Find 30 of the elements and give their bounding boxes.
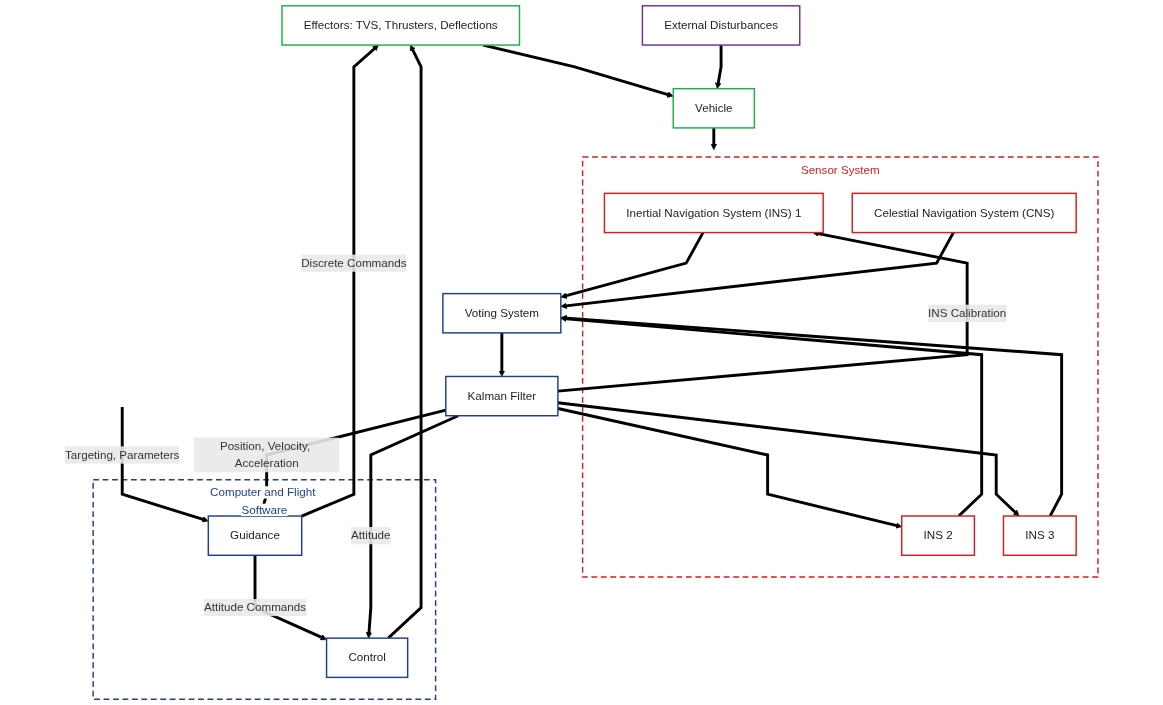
node-box: Inertial Navigation System (INS) 1 (603, 192, 824, 234)
arrow (120, 407, 209, 523)
arrow (301, 44, 379, 518)
arrow (560, 314, 1064, 517)
arrow (560, 231, 955, 309)
node-box: Control (325, 637, 409, 679)
node-box: Celestial Navigation System (CNS) (851, 192, 1077, 234)
arrow (387, 44, 423, 640)
node-box: External Disturbances (641, 5, 801, 46)
arrow (715, 45, 723, 89)
edge-label: INS Calibration (928, 306, 1007, 320)
edge-label: Attitude (351, 529, 391, 542)
arrow (560, 231, 705, 299)
edge-label: Discrete Commands (301, 256, 407, 269)
node-box: INS 2 (901, 515, 976, 556)
node-box: Guidance (207, 515, 303, 556)
arrow (557, 401, 1020, 517)
node-box: Kalman Filter (445, 375, 559, 417)
node-box: INS 3 (1002, 515, 1077, 556)
arrow (498, 332, 506, 377)
edge-label: Attitude Commands (203, 601, 307, 614)
node-box: Effectors: TVS, Thrusters, Deflections (281, 5, 521, 46)
arrow (710, 127, 717, 150)
arrow (557, 407, 902, 529)
node-box: Voting System (442, 292, 562, 334)
arrow (557, 230, 969, 393)
node-box: Vehicle (672, 87, 756, 129)
edge-label: Position, Velocity, Acceleration (219, 439, 311, 470)
arrow (365, 414, 459, 639)
edge-label: Targeting, Parameters (65, 448, 180, 461)
